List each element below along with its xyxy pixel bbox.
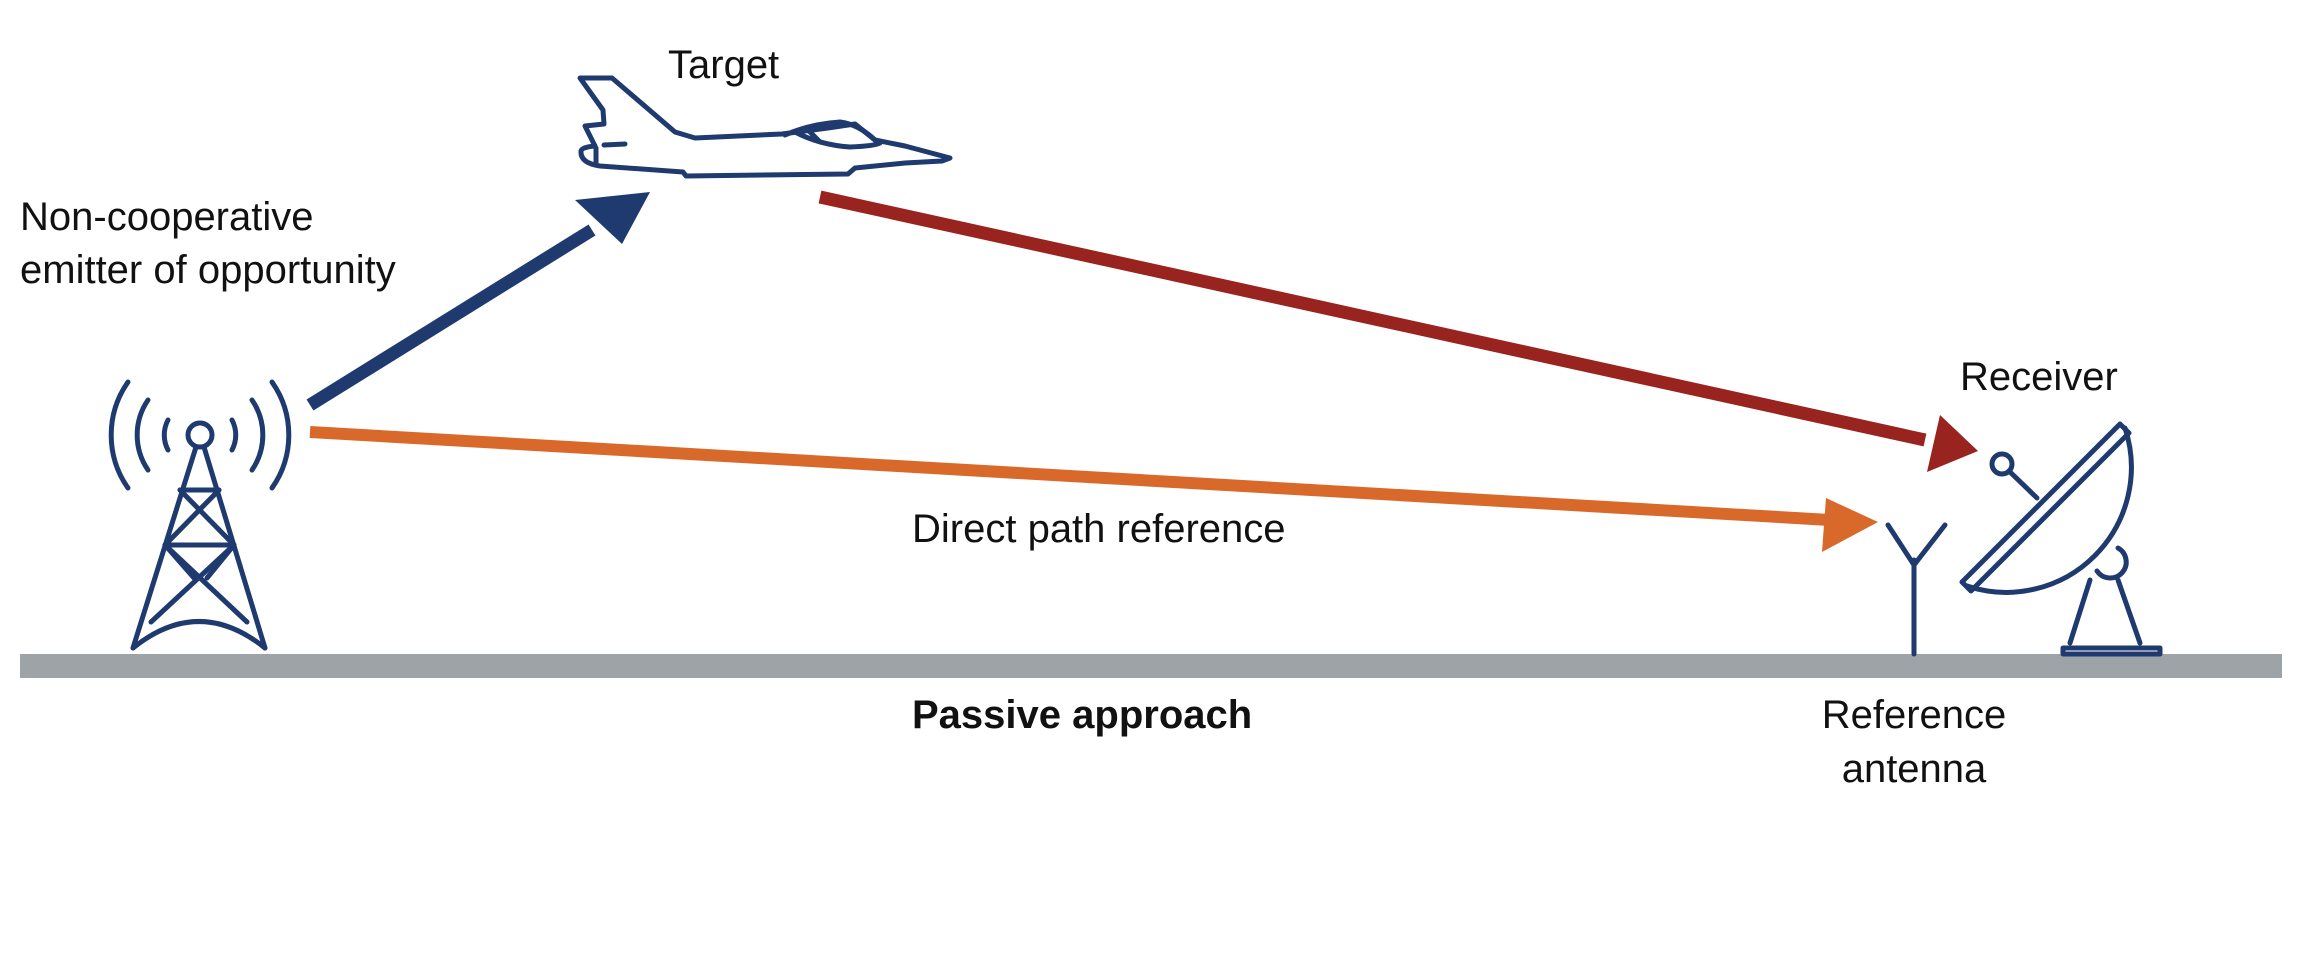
direct-path-label: Direct path reference	[912, 507, 1286, 551]
reference-antenna-label-line2: antenna	[1842, 747, 1987, 791]
aircraft-icon	[577, 75, 953, 179]
ground-line	[20, 654, 2282, 678]
emitter-label-line1: Non-cooperative	[20, 195, 314, 239]
emitter-label-line2: emitter of opportunity	[20, 248, 396, 292]
illumination-arrow	[306, 192, 650, 411]
satellite-dish-icon	[1959, 421, 2163, 657]
antenna-icon	[1885, 522, 1948, 657]
receiver-label: Receiver	[1960, 355, 2118, 399]
radio-tower-icon	[108, 379, 292, 651]
approach-label: Passive approach	[912, 693, 1252, 737]
reference-antenna-label-line1: Reference	[1822, 693, 2007, 737]
direct-path-arrow	[309, 426, 1878, 552]
echo-arrow	[818, 190, 1978, 472]
target-label: Target	[668, 43, 779, 87]
